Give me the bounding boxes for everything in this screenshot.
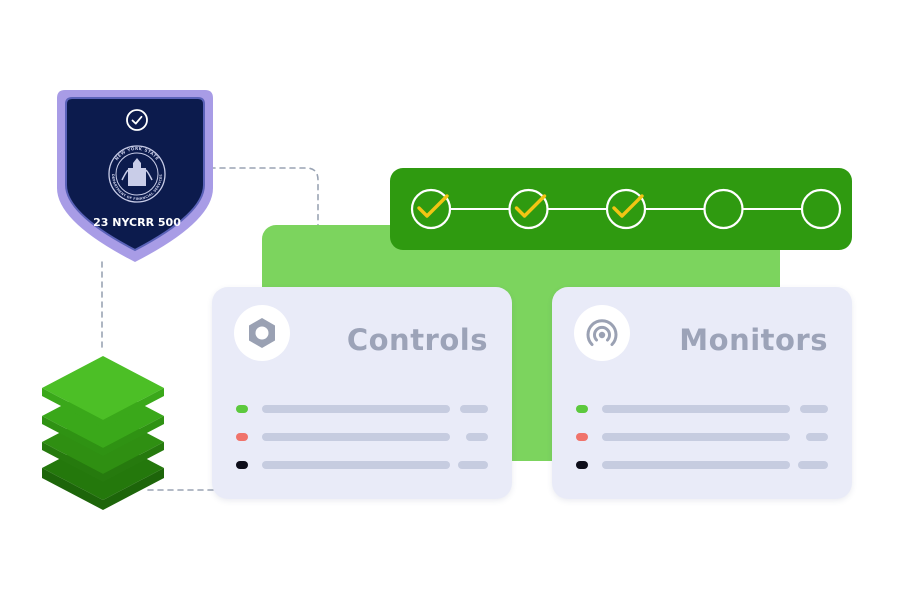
layer-2-edge (42, 416, 164, 456)
step-pending (800, 188, 842, 230)
check-circle-icon (126, 109, 148, 131)
step-check-icon (612, 194, 644, 218)
monitors-title: Monitors (679, 323, 828, 357)
list-item (576, 432, 828, 442)
status-dot-red (236, 433, 248, 441)
seal-emblem (128, 158, 146, 186)
status-dot-red (576, 433, 588, 441)
placeholder-line (262, 405, 450, 413)
list-item (576, 460, 828, 470)
status-dot-green (576, 405, 588, 413)
hexagon-nut-icon (249, 318, 275, 348)
controls-title: Controls (346, 323, 488, 357)
monitors-card: Monitors (552, 287, 852, 499)
layer-3-edge (42, 442, 164, 482)
placeholder-value (466, 433, 488, 441)
progress-stepper (390, 168, 852, 250)
status-dot-green (236, 405, 248, 413)
nycrr-badge: NEW YORK STATE DEPARTMENT OF FINANCIAL S… (57, 90, 213, 262)
placeholder-line (262, 461, 450, 469)
controls-card: Controls (212, 287, 512, 499)
stacked-layers-icon (42, 356, 164, 510)
connector-lines (101, 167, 319, 491)
placeholder-value (460, 405, 488, 413)
list-item (236, 432, 488, 442)
broadcast-signal-icon (586, 319, 618, 346)
placeholder-line (602, 433, 790, 441)
controls-icon-badge (234, 305, 290, 361)
step-completed (508, 188, 549, 230)
badge-regulation-label: 23 NYCRR 500 (93, 216, 181, 229)
step-completed (410, 188, 452, 230)
list-item (236, 460, 488, 470)
placeholder-line (262, 433, 450, 441)
step-completed (605, 188, 647, 230)
placeholder-value (806, 433, 828, 441)
step-check-icon (417, 194, 449, 218)
layer-4-edge (42, 468, 164, 510)
placeholder-line (602, 461, 790, 469)
list-item (236, 404, 488, 414)
monitors-icon-badge (574, 305, 630, 361)
status-dot-black (576, 461, 588, 469)
layer-1-edge (42, 388, 164, 428)
step-check-icon (514, 194, 547, 218)
status-dot-black (236, 461, 248, 469)
placeholder-value (798, 461, 828, 469)
connector-badge-to-panel (209, 167, 319, 226)
placeholder-value (458, 461, 488, 469)
list-item (576, 404, 828, 414)
placeholder-line (602, 405, 790, 413)
step-pending (703, 188, 744, 230)
placeholder-value (800, 405, 828, 413)
